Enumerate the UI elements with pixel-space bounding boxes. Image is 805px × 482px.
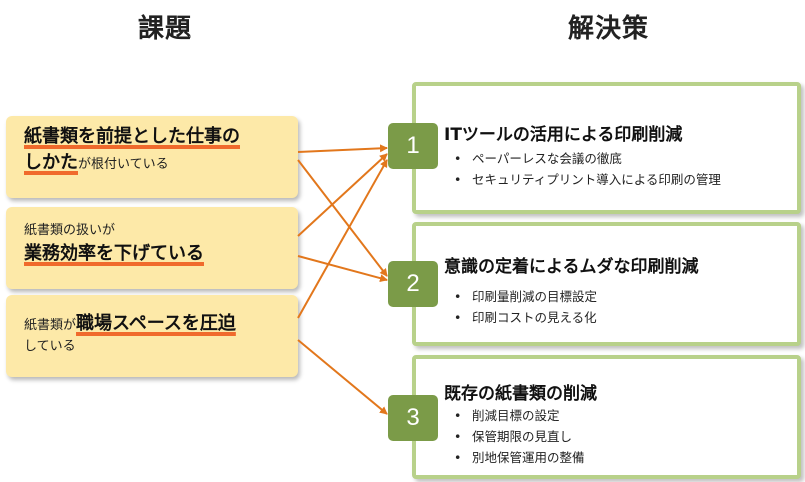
problems-heading: 課題 — [138, 14, 193, 44]
problem-2-line-2: 業務効率を下げている — [24, 241, 288, 267]
problem-2-highlight: 業務効率を下げている — [24, 243, 204, 264]
problem-3-line-2: している — [24, 339, 76, 354]
solution-3-number-badge: 3 — [388, 395, 438, 441]
solution-2-bullets: 印刷量削減の目標設定 印刷コストの見える化 — [454, 286, 597, 328]
solution-3-title: 既存の紙書類の削減 — [444, 384, 597, 404]
solution-3-bullets: 削減目標の設定 保管期限の見直し 別地保管運用の整備 — [454, 405, 585, 468]
solution-2-title: 意識の定着によるムダな印刷削減 — [444, 257, 699, 277]
solution-1-number-badge: 1 — [388, 123, 438, 169]
arrow-problem1-to-solution1 — [297, 144, 388, 153]
arrow-problem2-to-solution2 — [297, 255, 388, 283]
solution-box-2: 意識の定着によるムダな印刷削減 印刷量削減の目標設定 印刷コストの見える化 — [412, 222, 801, 346]
problem-3-highlight: 職場スペースを圧迫 — [76, 313, 236, 334]
solution-3-bullet: 削減目標の設定 — [454, 405, 585, 426]
arrow-problem3-to-solution3 — [297, 339, 388, 415]
problem-box-2: 紙書類の扱いが 業務効率を下げている — [6, 207, 298, 289]
problem-1-suffix: が根付いている — [78, 157, 169, 172]
problem-3-prefix: 紙書類が — [24, 318, 77, 333]
problem-box-3: 紙書類が職場スペースを圧迫 している — [6, 295, 298, 377]
arrow-problem1-to-solution2 — [297, 159, 388, 277]
solutions-heading: 解決策 — [568, 14, 650, 44]
arrow-problem2-to-solution1 — [297, 153, 388, 237]
solution-1-bullet: ペーパーレスな会議の徹底 — [454, 148, 721, 169]
problem-1-highlight-1: 紙書類を前提とした仕事の — [24, 126, 240, 147]
problem-2-line-1: 紙書類の扱いが — [24, 223, 116, 238]
solution-box-3: 既存の紙書類の削減 削減目標の設定 保管期限の見直し 別地保管運用の整備 — [412, 355, 801, 479]
solution-1-title: ITツールの活用による印刷削減 — [444, 125, 683, 145]
problem-3-line-1: 紙書類が職場スペースを圧迫 — [24, 311, 288, 337]
solution-2-number-badge: 2 — [388, 261, 438, 307]
solution-2-bullet: 印刷量削減の目標設定 — [454, 286, 597, 307]
arrow-problem3-to-solution1 — [297, 159, 388, 319]
solution-2-bullet: 印刷コストの見える化 — [454, 307, 597, 328]
solution-1-bullet: セキュリティプリント導入による印刷の管理 — [454, 169, 721, 190]
solution-3-bullet: 別地保管運用の整備 — [454, 447, 585, 468]
solution-1-bullets: ペーパーレスな会議の徹底 セキュリティプリント導入による印刷の管理 — [454, 148, 721, 190]
problem-1-highlight-2: しかた — [24, 152, 78, 173]
problem-box-1: 紙書類を前提とした仕事の しかたが根付いている — [6, 116, 298, 198]
solution-box-1: ITツールの活用による印刷削減 ペーパーレスな会議の徹底 セキュリティプリント導… — [412, 82, 801, 214]
problem-1-line-2: しかたが根付いている — [24, 150, 288, 176]
solution-3-bullet: 保管期限の見直し — [454, 426, 585, 447]
problem-1-line-1: 紙書類を前提とした仕事の — [24, 124, 288, 150]
